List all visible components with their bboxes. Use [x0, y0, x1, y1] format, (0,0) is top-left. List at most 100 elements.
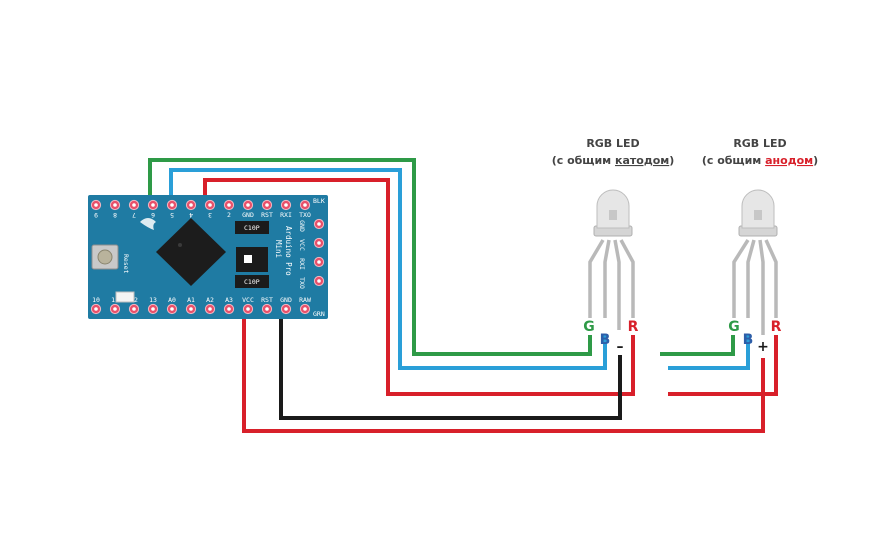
top-pad-10-hole: [284, 203, 288, 207]
top-pad-5-hole: [189, 203, 193, 207]
side-pin-label-2: RXI: [298, 258, 306, 270]
capacitor-2: [235, 275, 269, 288]
side-pin-column: GND VCC RXI TXO: [298, 218, 325, 289]
top-pin-label-7: 2: [227, 211, 231, 219]
bottom-pin-label-11: RAW: [299, 296, 311, 304]
side-pad-0-hole: [317, 222, 321, 226]
top-pin-label-9: RST: [261, 211, 273, 219]
wire-green-led1: [148, 158, 592, 356]
top-pin-labels: 9 8 7 6 5 4 3 2 GND RST RXI TXO: [94, 211, 311, 219]
top-pad-6-hole: [208, 203, 212, 207]
bottom-pad-11-hole: [303, 307, 307, 311]
top-pad-11-hole: [303, 203, 307, 207]
capacitor-1: [235, 221, 269, 234]
reset-button-cap: [97, 249, 113, 265]
led2-subtitle-suffix: ): [813, 154, 818, 167]
bottom-pin-label-5: A1: [187, 296, 195, 304]
led1-subtitle: (с общим катодом): [552, 154, 675, 167]
top-pin-label-4: 5: [170, 211, 174, 219]
led1-label-r: R: [628, 319, 639, 335]
capacitor-2-label: C10P: [244, 278, 260, 286]
led2-leads: [732, 239, 778, 335]
top-pad-1-hole: [113, 203, 117, 207]
top-pin-label-0: 9: [94, 211, 98, 219]
bottom-pin-label-9: RST: [261, 296, 273, 304]
top-pin-label-6: 3: [208, 211, 212, 219]
bottom-pad-4-hole: [170, 307, 174, 311]
bottom-pad-3-hole: [151, 307, 155, 311]
led2-label-g: G: [728, 319, 740, 335]
side-pad-3-hole: [317, 279, 321, 283]
regulator-tab: [244, 255, 252, 263]
led1-subtitle-highlight: катодом: [615, 154, 669, 167]
top-pad-4-hole: [170, 203, 174, 207]
top-pad-3-hole: [151, 203, 155, 207]
wires: [148, 158, 778, 433]
led1-title: RGB LED: [586, 137, 639, 150]
led2-label-r: R: [771, 319, 782, 335]
top-pin-label-5: 4: [189, 211, 193, 219]
top-pin-label-3: 6: [151, 211, 155, 219]
crystal-component: [115, 291, 135, 303]
top-pad-0-hole: [94, 203, 98, 207]
corner-bottom-label: GRN: [313, 310, 325, 318]
top-pin-label-11: TXO: [299, 211, 311, 219]
bottom-pad-1-hole: [113, 307, 117, 311]
rgb-led-common-cathode: RGB LED (с общим катодом) G B – R: [552, 137, 675, 355]
side-pad-2-hole: [317, 260, 321, 264]
top-pin-label-8: GND: [242, 211, 254, 219]
led2-title: RGB LED: [733, 137, 786, 150]
side-pad-1-hole: [317, 241, 321, 245]
bottom-pin-label-6: A2: [206, 296, 214, 304]
wire-blue-led2: [668, 335, 750, 370]
led2-subtitle-highlight: анодом: [765, 154, 813, 167]
bottom-pad-7-hole: [227, 307, 231, 311]
bottom-pin-label-10: GND: [280, 296, 292, 304]
led1-bulb-icon: [596, 189, 630, 229]
led2-label-plus: +: [757, 339, 769, 355]
led1-label-g: G: [583, 319, 595, 335]
top-pad-8-hole: [246, 203, 250, 207]
led1-leads: [588, 239, 635, 330]
side-pin-label-0: GND: [298, 220, 306, 232]
side-pin-label-3: TXO: [298, 277, 306, 289]
top-pad-9-hole: [265, 203, 269, 207]
led2-die: [754, 210, 762, 220]
led1-subtitle-suffix: ): [669, 154, 674, 167]
bottom-pad-6-hole: [208, 307, 212, 311]
top-pin-label-1: 8: [113, 211, 117, 219]
bottom-pad-9-hole: [265, 307, 269, 311]
top-pad-7-hole: [227, 203, 231, 207]
rgb-led-common-anode: RGB LED (с общим анодом) G B + R: [702, 137, 818, 355]
wire-black-gnd: [279, 312, 622, 420]
sparkfun-logo-icon: [140, 218, 156, 230]
bottom-pad-5-hole: [189, 307, 193, 311]
microcontroller-chip: [156, 218, 226, 286]
led2-subtitle: (с общим анодом): [702, 154, 818, 167]
bottom-pin-label-7: A3: [225, 296, 233, 304]
bottom-pad-2-hole: [132, 307, 136, 311]
top-pin-label-2: 7: [132, 211, 136, 219]
bottom-pin-label-3: 13: [149, 296, 157, 304]
bottom-pin-label-8: VCC: [242, 296, 254, 304]
chip-dot: [178, 243, 182, 247]
board-name-line2: Mini: [274, 240, 283, 258]
led2-bulb-icon: [741, 189, 775, 229]
bottom-pad-8-hole: [246, 307, 250, 311]
bottom-pad-0-hole: [94, 307, 98, 311]
led1-label-minus: –: [617, 339, 624, 355]
wire-red-led1: [203, 178, 635, 396]
bottom-pad-10-hole: [284, 307, 288, 311]
led2-label-b: B: [743, 332, 754, 348]
top-pin-label-10: RXI: [280, 211, 292, 219]
wire-red-vcc: [242, 312, 765, 433]
led1-die: [609, 210, 617, 220]
led1-subtitle-prefix: (с общим: [552, 154, 615, 167]
side-pin-label-1: VCC: [298, 239, 306, 251]
top-pad-2-hole: [132, 203, 136, 207]
led2-subtitle-prefix: (с общим: [702, 154, 765, 167]
led1-label-b: B: [600, 332, 611, 348]
